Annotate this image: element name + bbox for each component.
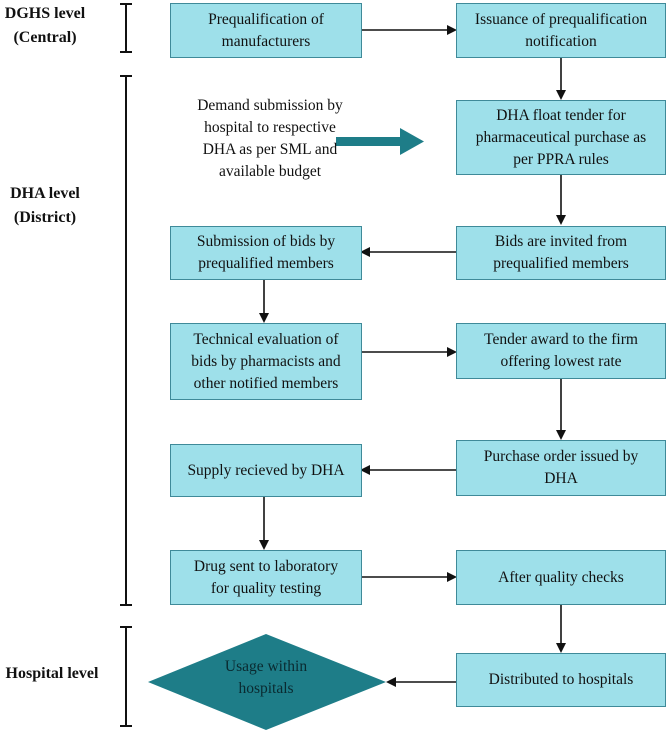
step-usage-within-hospitals: Usage within hospitals bbox=[224, 658, 308, 697]
step-distributed-to-hospitals-text: Distributed to hospitals bbox=[488, 671, 634, 688]
step-float-tender-text: DHA float tender for pharmaceutical purc… bbox=[475, 106, 647, 168]
step-bids-invited: Bids are invited from prequalified membe… bbox=[456, 226, 666, 280]
step-supply-received-text: Supply recieved by DHA bbox=[187, 461, 345, 479]
level-label-hospital: Hospital level bbox=[5, 665, 99, 682]
bracket-hospital bbox=[120, 626, 132, 727]
step-issuance-notification: Issuance of prequalification notificatio… bbox=[456, 3, 666, 58]
step-drug-sent-to-lab: Drug sent to laboratory for quality test… bbox=[170, 550, 362, 605]
step-issuance-notification-text: Issuance of prequalification notificatio… bbox=[474, 10, 648, 50]
bracket-central bbox=[120, 3, 132, 53]
step-bids-invited-text: Bids are invited from prequalified membe… bbox=[493, 233, 629, 272]
step-supply-received: Supply recieved by DHA bbox=[170, 444, 362, 497]
level-label-central: DGHS level (Central) bbox=[4, 5, 86, 46]
step-submission-of-bids: Submission of bids by prequalified membe… bbox=[170, 226, 362, 280]
thick-arrow-demand-to-float bbox=[336, 128, 424, 155]
step-prequalification-text: Prequalification of manufacturers bbox=[208, 10, 324, 50]
step-after-quality-checks: After quality checks bbox=[456, 550, 666, 605]
step-tender-award-text: Tender award to the firm offering lowest… bbox=[484, 331, 638, 370]
usage-diamond bbox=[148, 634, 386, 730]
step-technical-evaluation-text: Technical evaluation of bids by pharmaci… bbox=[191, 330, 341, 392]
step-float-tender: DHA float tender for pharmaceutical purc… bbox=[456, 100, 666, 175]
step-tender-award: Tender award to the firm offering lowest… bbox=[456, 323, 666, 379]
step-demand-submission: Demand submission by hospital to respect… bbox=[197, 97, 343, 180]
step-submission-of-bids-text: Submission of bids by prequalified membe… bbox=[196, 233, 336, 272]
step-prequalification: Prequalification of manufacturers bbox=[170, 3, 362, 58]
level-label-district: DHA level (District) bbox=[10, 185, 80, 226]
step-distributed-to-hospitals: Distributed to hospitals bbox=[456, 653, 666, 707]
step-purchase-order-text: Purchase order issued by DHA bbox=[483, 448, 639, 487]
step-drug-sent-to-lab-text: Drug sent to laboratory for quality test… bbox=[193, 557, 339, 597]
step-after-quality-checks-text: After quality checks bbox=[498, 568, 624, 586]
step-purchase-order: Purchase order issued by DHA bbox=[456, 440, 666, 496]
bracket-district bbox=[120, 75, 132, 606]
step-technical-evaluation: Technical evaluation of bids by pharmaci… bbox=[170, 323, 362, 400]
